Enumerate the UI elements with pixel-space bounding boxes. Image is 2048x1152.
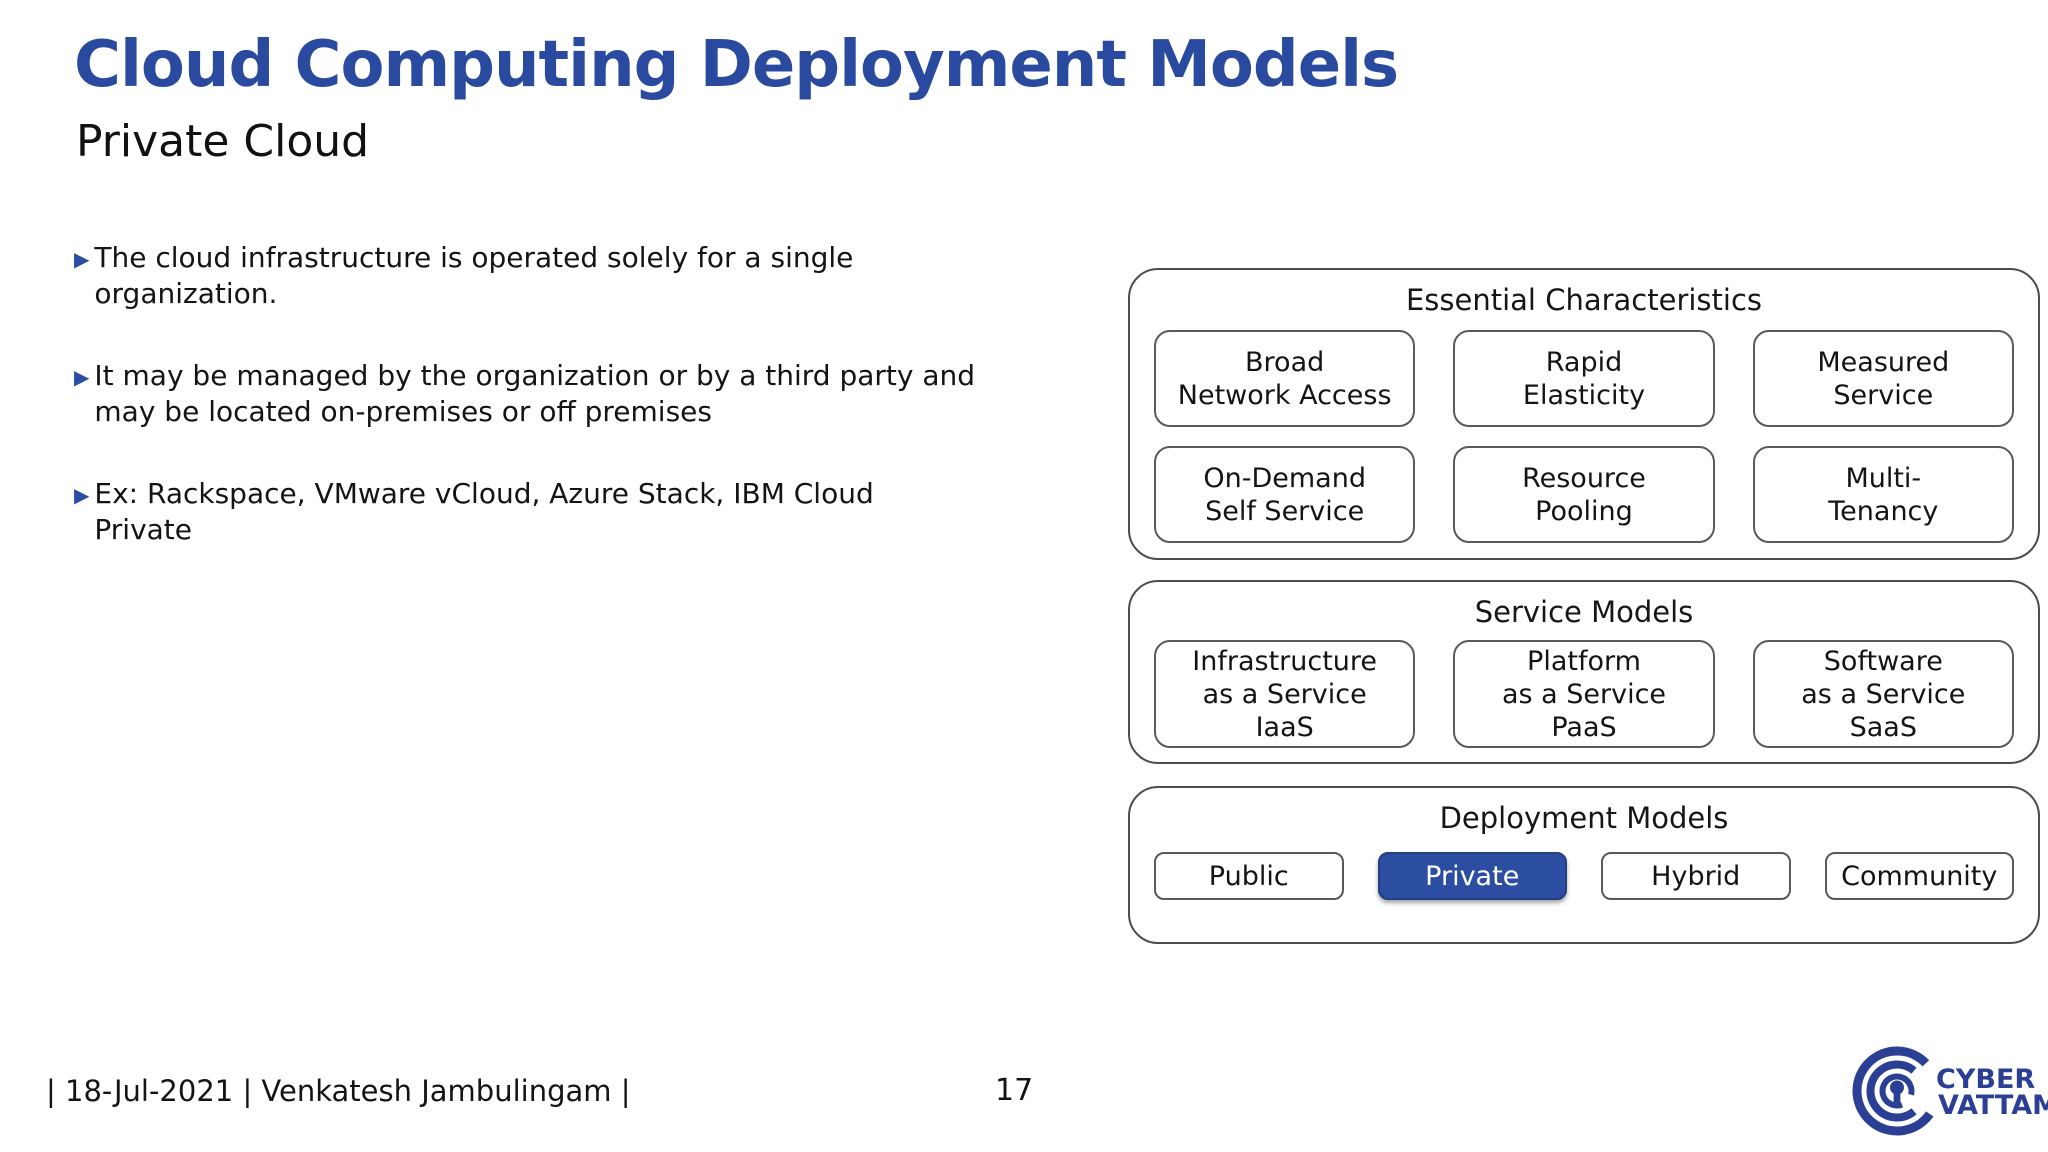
deployment-box-community: Community <box>1824 852 2014 900</box>
panel-deployment-models: Deployment Models Public Private Hybrid … <box>1128 786 2040 944</box>
page-number: 17 <box>995 1073 1034 1108</box>
characteristic-box-broad-network-access: Broad Network Access <box>1154 330 1416 427</box>
panel-title: Essential Characteristics <box>1405 283 1763 317</box>
panel-title: Deployment Models <box>1439 801 1729 835</box>
service-box-iaas: Infrastructure as a Service IaaS <box>1154 640 1416 748</box>
cybervattam-logo: CYBER VATTAM <box>1852 1036 2048 1146</box>
bullet-item: ▶ Ex: Rackspace, VMware vCloud, Azure St… <box>74 476 979 548</box>
characteristic-box-resource-pooling: Resource Pooling <box>1453 446 1715 543</box>
deployment-box-private-selected: Private <box>1377 852 1567 900</box>
panel-service-models: Service Models Infrastructure as a Servi… <box>1128 580 2040 764</box>
bullet-item: ▶ It may be managed by the organization … <box>74 358 979 430</box>
deployment-box-public: Public <box>1154 852 1344 900</box>
cybervattam-logo-mark-icon <box>1852 1037 1952 1145</box>
service-box-saas: Software as a Service SaaS <box>1752 640 2014 748</box>
logo-text-cyber: CYBER <box>1936 1064 2036 1095</box>
bullet-triangle-icon: ▶ <box>74 247 90 271</box>
characteristic-box-rapid-elasticity: Rapid Elasticity <box>1453 330 1715 427</box>
bullet-triangle-icon: ▶ <box>74 365 90 389</box>
slide-title: Cloud Computing Deployment Models <box>74 28 1399 102</box>
service-models-grid: Infrastructure as a Service IaaS Platfor… <box>1130 629 2038 748</box>
bullet-item: ▶ The cloud infrastructure is operated s… <box>74 240 979 312</box>
logo-text-vattam: VATTAM <box>1938 1090 2048 1121</box>
bullet-triangle-icon: ▶ <box>74 483 90 507</box>
logo-wordmark: CYBER VATTAM <box>1936 1064 2048 1121</box>
panel-title: Service Models <box>1474 595 1694 629</box>
bullet-text: It may be managed by the organization or… <box>94 359 976 428</box>
characteristic-box-on-demand-self-service: On-Demand Self Service <box>1154 446 1416 543</box>
bullet-text: The cloud infrastructure is operated sol… <box>94 241 854 310</box>
bullet-text: Ex: Rackspace, VMware vCloud, Azure Stac… <box>94 477 874 546</box>
bullet-list: ▶ The cloud infrastructure is operated s… <box>74 240 979 594</box>
slide-subtitle: Private Cloud <box>76 116 370 167</box>
deployment-box-hybrid: Hybrid <box>1601 852 1791 900</box>
cloud-model-diagram: Essential Characteristics Broad Network … <box>1128 268 2040 944</box>
footer-credits: | 18-Jul-2021 | Venkatesh Jambulingam | <box>46 1074 631 1108</box>
deployment-models-row: Public Private Hybrid Community <box>1130 835 2038 900</box>
essential-characteristics-grid: Broad Network Access Rapid Elasticity Me… <box>1130 317 2038 543</box>
characteristic-box-multi-tenancy: Multi- Tenancy <box>1752 446 2014 543</box>
service-box-paas: Platform as a Service PaaS <box>1453 640 1715 748</box>
characteristic-box-measured-service: Measured Service <box>1752 330 2014 427</box>
panel-essential-characteristics: Essential Characteristics Broad Network … <box>1128 268 2040 560</box>
